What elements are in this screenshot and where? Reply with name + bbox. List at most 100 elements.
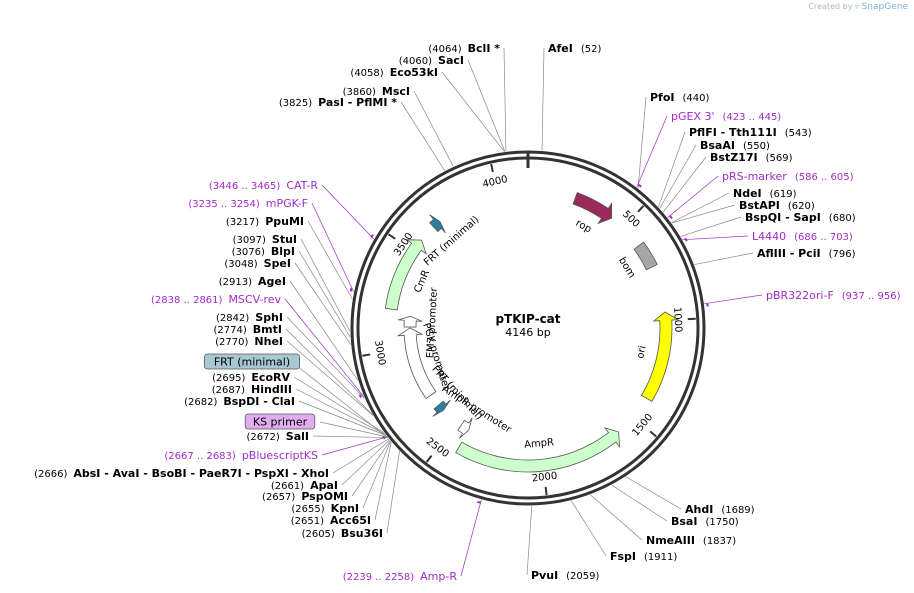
site-pasi-pflmi: (3825)PasI - PflMI * [279,96,397,109]
site-position: (620) [788,201,815,212]
leader-line [351,440,391,497]
site-name: PpuMI [265,215,304,228]
site-position: (2682) [184,397,217,408]
primer-mark [477,500,481,504]
primer-mark [358,394,362,398]
tick-mark [388,233,396,240]
site-name: Acc65I [330,514,371,527]
site-name: NdeI [733,187,762,200]
primer-mscv-rev: (2838 .. 2861)MSCV-rev [151,293,281,306]
leader-line [625,476,682,510]
site-name: MscI [382,85,410,98]
primer-range: (937 .. 956) [842,291,901,302]
site-position: (550) [743,141,770,152]
site-position: (2687) [212,385,245,396]
site-bmti: (2774)BmtI [214,323,282,336]
feature-rop [572,192,613,225]
tick-label: 1500 [630,412,655,439]
site-ecorv: (2695)EcoRV [212,371,290,384]
site-name: BmtI [253,323,282,336]
site-name: BclI * [468,42,501,55]
leader-line [362,441,391,509]
feature-bom [633,241,658,271]
site-position: (2661) [271,481,304,492]
site-hindiii: (2687) HindIII [212,383,292,396]
leader-line [319,421,388,438]
site-name: BspDI - ClaI [223,395,295,408]
site-absi-avai-bsobi-paer7i-pspxi-xhoi: (2666)AbsI - AvaI - BsoBI - PaeR7I - Psp… [34,467,329,480]
site-position: (2657) [262,492,295,503]
site-name: PflFI - Tth111I [689,126,777,139]
site-position: (4058) [350,68,383,79]
site-position: (1911) [644,552,677,563]
plasmid-name: pTKIP-cat [495,312,560,326]
site-name: NheI [254,335,283,348]
site-position: (680) [829,213,856,224]
tick-label: 3000 [372,339,387,366]
leader-line [611,484,668,522]
leader-line [570,500,607,557]
svg-text:(2655)KpnI: (2655)KpnI [291,502,359,515]
tick-mark [649,430,657,438]
site-position: (2695) [212,373,245,384]
feature-ampr-promoter [457,417,473,439]
svg-text:(2842)SphI: (2842)SphI [216,311,283,324]
tick-mark [544,486,548,496]
leader-line [590,494,643,541]
site-bspdi-clai: (2682) BspDI - ClaI [184,395,295,408]
site-position: (4064) [428,44,461,55]
site-position: (1837) [703,536,736,547]
tick-mark [490,163,494,173]
leader-line [321,436,388,456]
snapgene-branding: Created by ▿ SnapGene [808,2,908,12]
site-position: (2913) [219,277,252,288]
leader-line [658,131,686,208]
site-name: KpnI [331,502,359,515]
svg-text:NmeAIII(1837): NmeAIII(1837) [646,534,736,547]
leader-line [332,438,389,474]
site-name: SalI [286,430,309,443]
site-name: HindIII [251,383,292,396]
svg-text:(2672)SalI: (2672)SalI [247,430,309,443]
primer-mark [382,435,386,440]
site-bsai: BsaI(1750) [671,515,739,528]
site-pfoi: PfoI (440) [650,91,709,104]
site-name: AflIII - PciI [757,247,821,260]
leader-line [441,71,505,152]
site-name: BstZ17I [710,151,758,164]
site-name: PfoI [650,91,675,104]
svg-text:(4060)SacI: (4060)SacI [399,54,464,67]
svg-text:(3217)PpuMI: (3217)PpuMI [226,215,304,228]
site-agei: (2913)AgeI [219,275,286,288]
svg-text:(4058)Eco53kI: (4058) Eco53kI [350,66,438,79]
site-name: FspI [610,550,636,563]
leader-line [341,439,390,486]
feature-label-rop: rop [574,218,594,235]
svg-text:FspI(1911): FspI (1911) [610,550,677,563]
leader-line [400,101,446,171]
site-sali: (2672)SalI [247,430,309,443]
site-name: Eco53kI [390,66,438,79]
site-acc65i: (2651)Acc65I [291,514,371,527]
site-position: (440) [683,93,710,104]
primer-range: (586 .. 605) [795,172,854,183]
tick-label: 2000 [531,471,558,485]
svg-text:(2770)NheI: (2770)NheI [215,335,283,348]
site-name: ApaI [310,479,338,492]
svg-text:(3048)SpeI: (3048)SpeI [224,257,291,270]
site-ndei: NdeI(619) [733,187,797,200]
svg-text:BsaAI(550): BsaAI(550) [700,139,770,152]
primer-range: (2838 .. 2861) [151,295,223,306]
site-position: (3825) [279,98,312,109]
leader-line [503,47,507,152]
primer-range: (3235 .. 3254) [188,199,260,210]
site-name: PvuI [531,569,558,582]
tick-label: 2500 [424,436,451,460]
site-name: BsaI [671,515,697,528]
created-by-label: Created by [808,2,853,11]
site-bsaai: BsaAI(550) [700,139,770,152]
snapgene-logo-icon: ▿ [855,2,860,11]
svg-text:(2913)AgeI: (2913)AgeI [219,275,286,288]
svg-text:PflFI - Tth111I(543): PflFI - Tth111I(543) [689,126,812,139]
